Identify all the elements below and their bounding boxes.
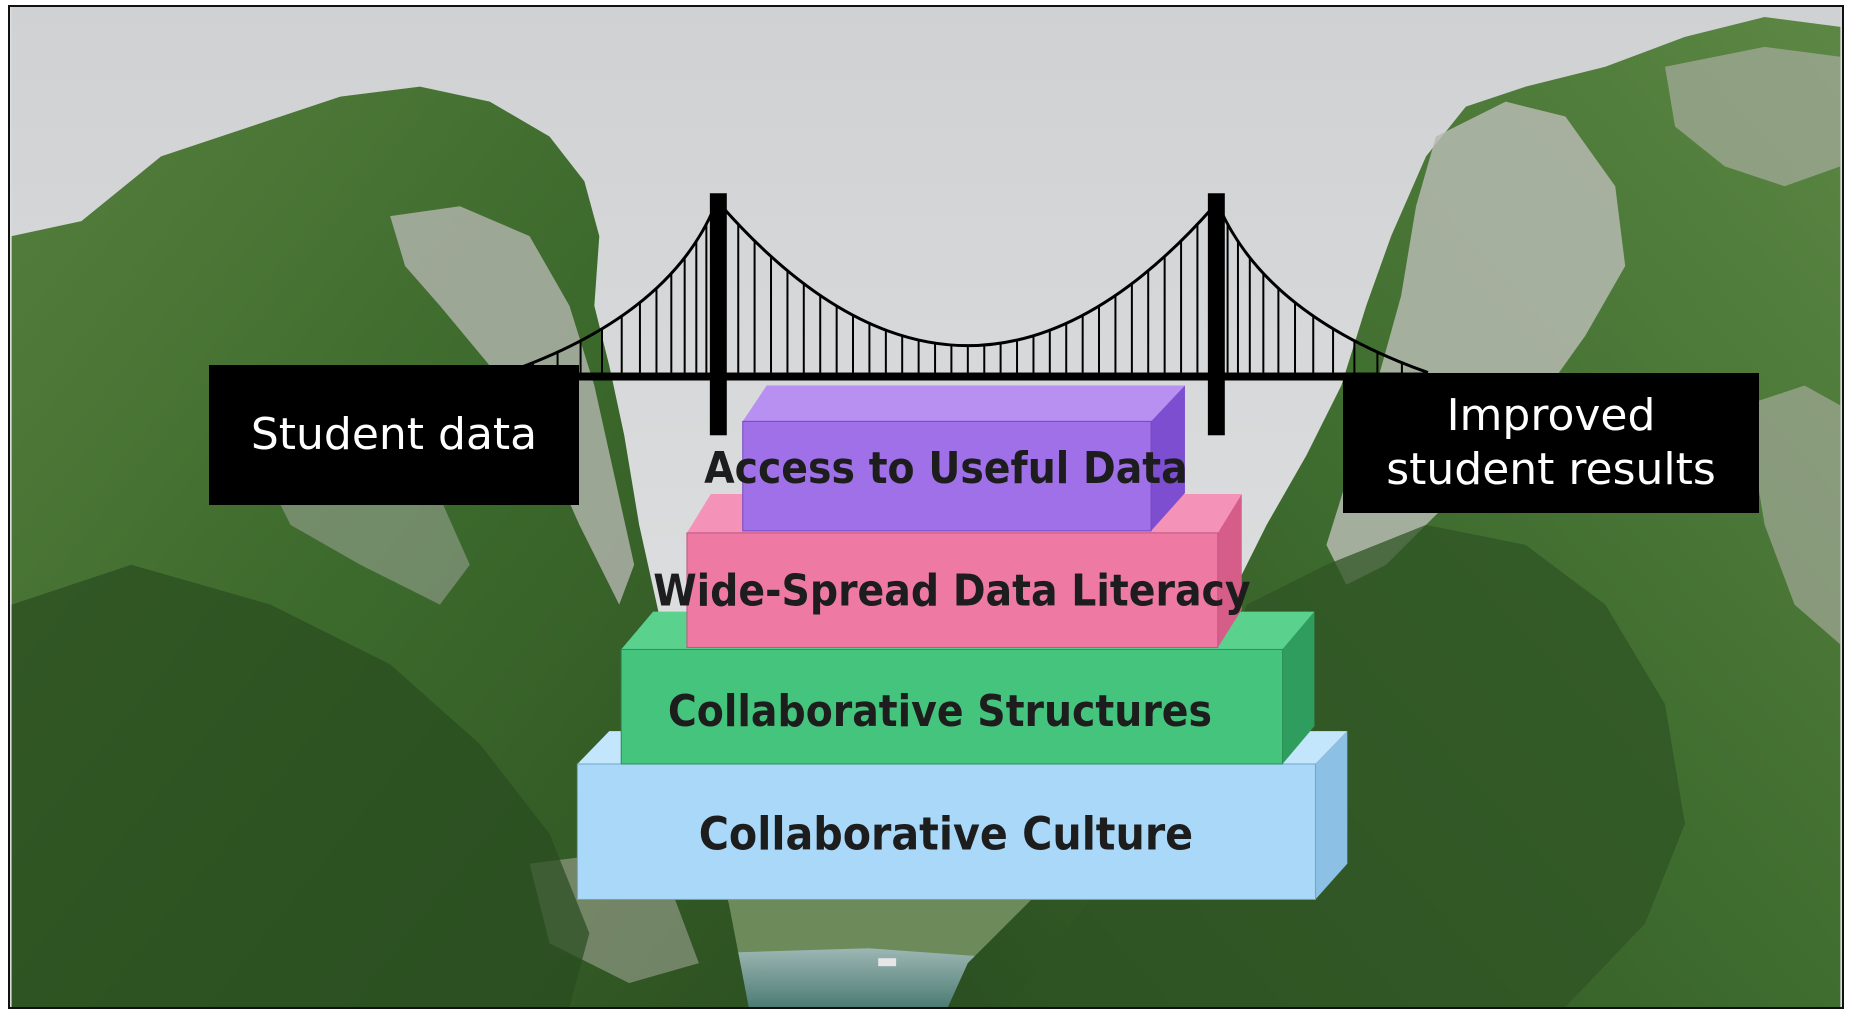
right-cliff-edge [1744,385,1841,645]
bridge-deck [471,372,1428,381]
improved-student-results-label: Improved student results [1343,373,1759,513]
left-foliage [11,564,590,1007]
foundation-blocks: Collaborative Culture Collaborative Stru… [576,385,1348,900]
block-access-front [742,420,1152,532]
block-literacy-side [1217,494,1242,648]
slide: Collaborative Culture Collaborative Stru… [8,5,1844,1009]
boat [878,958,897,967]
block-structures-front [620,648,1284,765]
right-cliff-upper [1665,46,1841,187]
suspension-bridge [471,193,1429,436]
student-data-label: Student data [209,365,579,505]
bridge-tower-left [709,193,727,436]
block-culture-side [1315,731,1348,900]
left-cliff [390,206,635,605]
scene: Collaborative Culture Collaborative Stru… [11,7,1841,1007]
block-structures-label: Collaborative Structures [668,686,1212,737]
block-structures-side [1282,611,1315,764]
bridge-hangers [531,224,1403,373]
bridge-cable-left [506,205,717,374]
block-literacy-label: Wide-Spread Data Literacy [653,566,1250,617]
block-access-top [742,385,1185,422]
block-access-side [1151,385,1185,531]
block-access-label: Access to Useful Data [704,443,1188,494]
block-culture-label: Collaborative Culture [699,807,1193,861]
block-access-to-useful-data: Access to Useful Data [704,385,1188,532]
bridge-cable-right [1217,205,1429,374]
block-literacy-front [686,532,1219,648]
block-collaborative-culture: Collaborative Culture [576,731,1348,900]
bridge-tower-right [1207,193,1225,436]
block-culture-front [576,763,1316,900]
